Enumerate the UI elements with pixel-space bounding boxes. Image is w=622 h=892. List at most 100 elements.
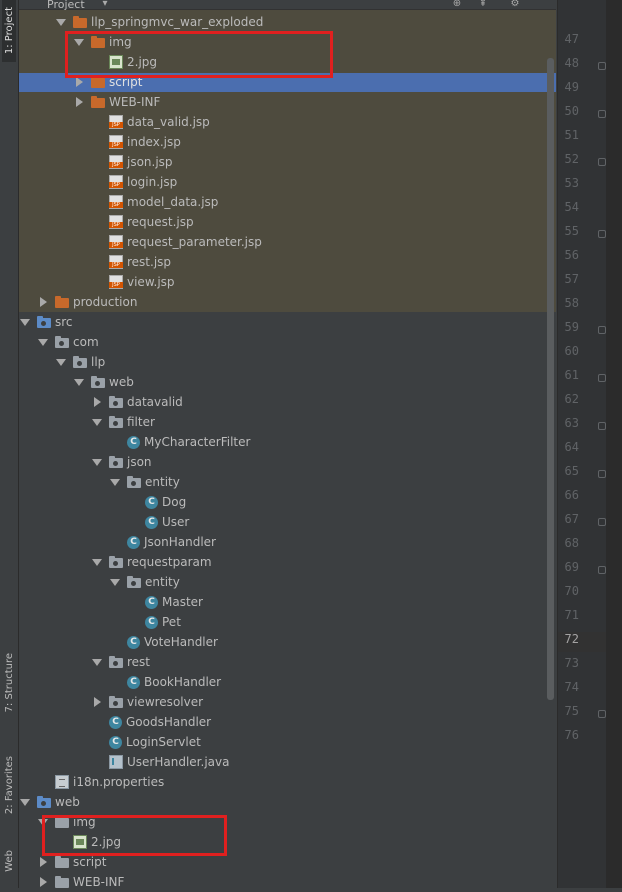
tree-node[interactable]: i18n.properties [19,772,567,792]
fold-marker-icon[interactable] [598,230,606,238]
tree-node[interactable]: requestparam [19,552,621,572]
tree-node[interactable]: data_valid.jsp [19,112,621,132]
tree-node[interactable]: viewresolver [19,692,621,712]
collapsed-arrow-icon[interactable] [91,392,103,412]
fold-marker-icon[interactable] [598,374,606,382]
collapse-icon[interactable]: ⇞ [478,0,488,9]
target-icon[interactable]: ⊕ [452,0,462,9]
fold-marker-icon[interactable] [598,422,606,430]
tree-spacer [91,112,103,132]
fold-marker-icon[interactable] [598,518,606,526]
tree-node[interactable]: entity [19,472,622,492]
collapsed-arrow-icon[interactable] [73,92,85,112]
structure-tool-tab[interactable]: 7: Structure [2,640,16,726]
editor-area-edge [606,0,622,888]
tree-node-label: img [109,35,132,49]
tree-node[interactable]: datavalid [19,392,621,412]
collapsed-arrow-icon[interactable] [91,692,103,712]
expanded-arrow-icon[interactable] [73,32,85,52]
line-number: 59 [564,320,579,334]
tree-node[interactable]: 2.jpg [19,832,585,852]
tree-node[interactable]: model_data.jsp [19,192,621,212]
tree-node[interactable]: web [19,372,603,392]
tree-node[interactable]: Pet [19,612,622,632]
web-tool-tab[interactable]: Web [2,838,16,884]
tree-node[interactable]: com [19,332,567,352]
tree-node[interactable]: src [19,312,549,332]
line-number: 76 [564,728,579,742]
fold-marker-icon[interactable] [598,158,606,166]
tree-node[interactable]: production [19,292,567,312]
tree-node[interactable]: script [19,852,567,872]
line-number: 56 [564,248,579,262]
tree-node[interactable]: LoginServlet [19,732,621,752]
collapsed-arrow-icon[interactable] [73,72,85,92]
expanded-arrow-icon[interactable] [19,312,31,332]
structure-tool-tab-label: 7: Structure [3,653,15,713]
expanded-arrow-icon[interactable] [91,452,103,472]
collapsed-arrow-icon[interactable] [37,872,49,892]
tree-node[interactable]: Master [19,592,622,612]
package-icon [109,456,123,468]
tree-node-label: 2.jpg [127,55,158,69]
expanded-arrow-icon[interactable] [91,652,103,672]
line-number: 52 [564,152,579,166]
fold-marker-icon[interactable] [598,110,606,118]
tree-node[interactable]: view.jsp [19,272,621,292]
expanded-arrow-icon[interactable] [55,12,67,32]
fold-marker-icon[interactable] [598,326,606,334]
expanded-arrow-icon[interactable] [91,412,103,432]
folder-icon [55,296,69,308]
tree-node[interactable]: img [19,32,603,52]
expanded-arrow-icon[interactable] [109,572,121,592]
class-icon [145,615,158,629]
tree-node[interactable]: Dog [19,492,622,512]
tree-node[interactable]: entity [19,572,622,592]
tree-node[interactable]: WEB-INF [19,92,603,112]
tree-node[interactable]: request_parameter.jsp [19,232,621,252]
tree-node[interactable]: web [19,792,549,812]
tree-node[interactable]: WEB-INF [19,872,567,892]
expanded-arrow-icon[interactable] [19,792,31,812]
tree-node[interactable]: User [19,512,622,532]
fold-marker-icon[interactable] [598,470,606,478]
tree-node[interactable]: json [19,452,621,472]
tree-scrollbar[interactable] [547,58,554,700]
tree-node[interactable]: rest [19,652,621,672]
expanded-arrow-icon[interactable] [91,552,103,572]
project-view-title[interactable]: Project [47,0,85,11]
tree-spacer [37,772,49,792]
tree-node[interactable]: llp [19,352,585,372]
line-number: 63 [564,416,579,430]
tree-node[interactable]: BookHandler [19,672,622,692]
favorites-tool-tab[interactable]: 2: Favorites [2,742,16,828]
tree-node-label: viewresolver [127,695,204,709]
expanded-arrow-icon[interactable] [73,372,85,392]
tree-node[interactable]: login.jsp [19,172,621,192]
class-icon [109,715,122,729]
tree-node[interactable]: JsonHandler [19,532,622,552]
chevron-down-icon[interactable]: ▾ [102,0,108,9]
gear-icon[interactable]: ⚙ [510,0,520,9]
expanded-arrow-icon[interactable] [37,332,49,352]
fold-marker-icon[interactable] [598,62,606,70]
tree-node[interactable]: index.jsp [19,132,621,152]
tree-node[interactable]: filter [19,412,621,432]
fold-marker-icon[interactable] [598,710,606,718]
fold-marker-icon[interactable] [598,566,606,574]
tree-node[interactable]: llp_springmvc_war_exploded [19,12,585,32]
tree-node[interactable]: UserHandler.java [19,752,621,772]
project-tool-tab[interactable]: 1: Project [2,0,16,62]
tree-node[interactable]: VoteHandler [19,632,622,652]
tree-node[interactable]: 2.jpg [19,52,621,72]
collapsed-arrow-icon[interactable] [37,292,49,312]
tree-node[interactable]: rest.jsp [19,252,621,272]
tree-node[interactable]: json.jsp [19,152,621,172]
collapsed-arrow-icon[interactable] [37,852,49,872]
expanded-arrow-icon[interactable] [109,472,121,492]
expanded-arrow-icon[interactable] [55,352,67,372]
tree-node[interactable]: GoodsHandler [19,712,621,732]
tree-node[interactable]: MyCharacterFilter [19,432,622,452]
tree-node[interactable]: request.jsp [19,212,621,232]
